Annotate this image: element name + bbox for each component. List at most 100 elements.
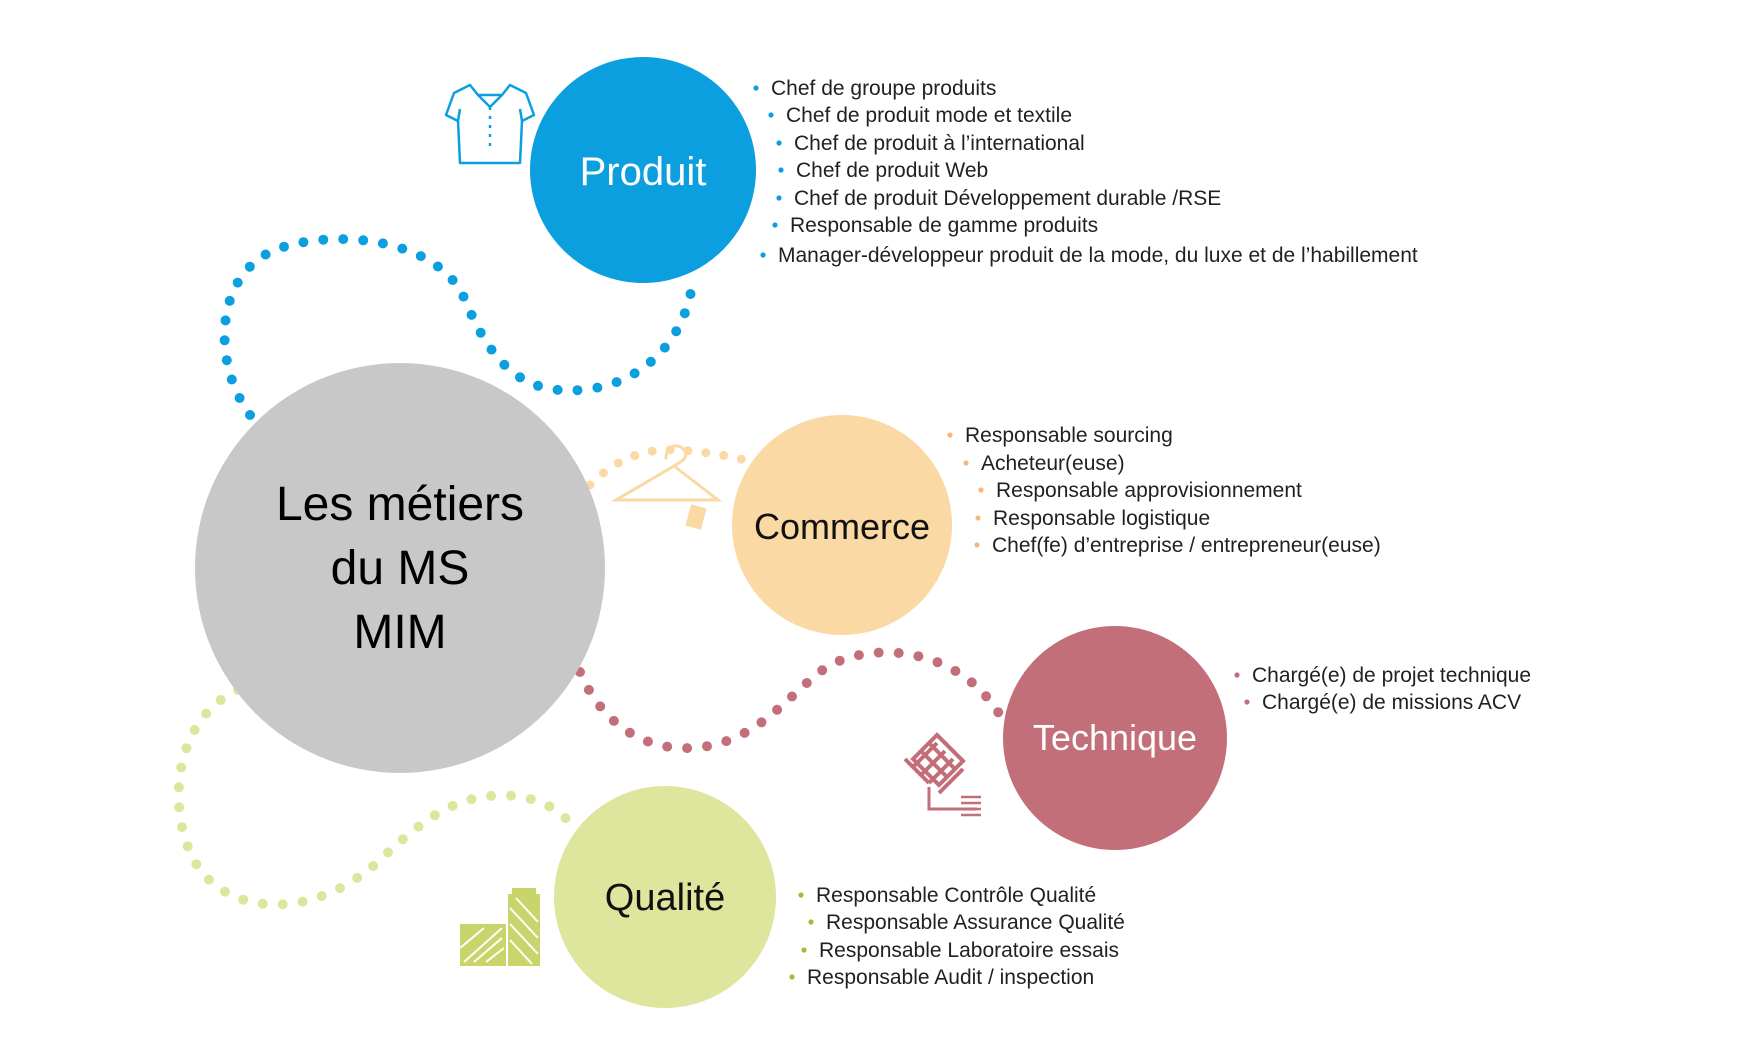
- bullet-dot: [753, 85, 759, 91]
- connector-dot: [358, 235, 369, 246]
- connector-dot: [219, 886, 230, 897]
- connector-dot: [721, 736, 732, 747]
- connector-dot: [177, 822, 187, 833]
- connector-dot: [201, 708, 212, 719]
- connector-dot: [873, 647, 884, 658]
- bullet-dot: [808, 919, 814, 925]
- connector-dot: [679, 308, 690, 319]
- connector-dot: [853, 650, 864, 661]
- connector-dot: [608, 715, 619, 726]
- qualite-role-item: Responsable Audit / inspection: [807, 966, 1094, 989]
- bullet-dot: [772, 222, 778, 228]
- connector-dot: [383, 847, 393, 858]
- connector-dot: [232, 277, 243, 288]
- produit-role-item: Chef de produit Web: [796, 159, 988, 182]
- produit-circle: [530, 57, 756, 283]
- connector-dot: [377, 238, 388, 249]
- connector-dot: [244, 261, 255, 272]
- connector-dot: [525, 794, 536, 805]
- produit-role-item: Chef de produit Développement durable /R…: [794, 187, 1221, 210]
- bullet-dot: [776, 140, 782, 146]
- bullet-dot: [789, 974, 795, 980]
- connector-dot: [260, 249, 271, 260]
- qualite-label: Qualité: [605, 877, 725, 919]
- qualite-role-item: Responsable Contrôle Qualité: [816, 884, 1096, 907]
- commerce-role-item: Acheteur(euse): [981, 452, 1125, 475]
- bullet-dot: [1244, 699, 1250, 705]
- technique-label: Technique: [1033, 717, 1197, 758]
- connector-dot: [220, 315, 231, 326]
- connector-dot: [238, 894, 249, 905]
- produit-node: Produit: [530, 57, 756, 283]
- produit-role-item: Chef de produit à l’international: [794, 132, 1085, 155]
- bullet-dot: [963, 460, 969, 466]
- connector-dot: [415, 251, 426, 262]
- connector-dot: [515, 372, 525, 383]
- connector-dot: [552, 384, 563, 395]
- center-circle: [195, 363, 605, 773]
- connector-dot: [981, 691, 992, 702]
- connector-dot: [486, 344, 497, 355]
- connector-dot: [533, 380, 543, 391]
- connector-dot: [817, 665, 828, 676]
- connector-dot: [893, 648, 904, 658]
- connector-dot: [499, 359, 510, 370]
- connector-dot: [611, 377, 622, 388]
- qualite-role-item: Responsable Assurance Qualité: [826, 911, 1125, 934]
- connector-dot: [318, 234, 329, 245]
- connector-dot: [685, 289, 696, 299]
- connector-dot: [245, 410, 255, 420]
- connector-dot: [413, 821, 424, 832]
- commerce-label: Commerce: [754, 506, 930, 547]
- qualite-role-list: Responsable Contrôle QualitéResponsable …: [789, 884, 1125, 989]
- connector-dot: [203, 874, 214, 885]
- connector-dot: [176, 762, 187, 773]
- bullet-dot: [768, 112, 774, 118]
- connector-dot: [682, 743, 693, 754]
- connector-dot: [397, 243, 408, 254]
- commerce-role-item: Responsable logistique: [993, 507, 1210, 530]
- commerce-role-item: Responsable approvisionnement: [996, 479, 1302, 502]
- connector-dot: [993, 707, 1004, 718]
- connector-dot: [671, 326, 682, 337]
- connector-dot: [756, 717, 767, 728]
- connector-dot: [834, 655, 845, 666]
- technique-dotted-connector: [575, 647, 1004, 754]
- connector-dot: [787, 691, 797, 702]
- connector-dot: [466, 309, 477, 320]
- produit-dotted-connector: [219, 234, 696, 420]
- connector-dot: [234, 393, 245, 403]
- connector-dot: [277, 899, 288, 910]
- connector-dot: [297, 896, 308, 907]
- commerce-role-item: Responsable sourcing: [965, 424, 1173, 447]
- connector-dot: [432, 261, 443, 272]
- connector-dot: [173, 782, 184, 793]
- bullet-dot: [760, 252, 766, 258]
- connector-dot: [736, 454, 746, 464]
- technique-node: Technique: [1003, 626, 1227, 850]
- connector-dot: [544, 801, 555, 812]
- connector-dot: [298, 237, 309, 248]
- bullet-dot: [978, 487, 984, 493]
- technique-circle: [1003, 626, 1227, 850]
- connector-dot: [368, 861, 379, 871]
- connector-dot: [257, 898, 268, 909]
- connector-dot: [486, 790, 497, 801]
- connector-dot: [447, 275, 458, 285]
- connector-dot: [629, 368, 640, 379]
- connector-dot: [397, 834, 408, 845]
- bullet-dot: [776, 195, 782, 201]
- center-title-line-1: Les métiers: [276, 478, 524, 531]
- fabric-knot-icon: [903, 732, 981, 817]
- connector-dot: [701, 448, 711, 458]
- connector-dot: [475, 327, 486, 338]
- connector-dot: [801, 678, 812, 688]
- connector-dot: [613, 458, 623, 468]
- qualite-node: Qualité: [554, 786, 776, 1008]
- shirt-icon: [444, 83, 536, 165]
- produit-role-item: Chef de produit mode et textile: [786, 104, 1072, 127]
- produit-role-item: Manager-développeur produit de la mode, …: [778, 244, 1418, 267]
- center-node: Les métiers du MS MIM: [195, 363, 605, 773]
